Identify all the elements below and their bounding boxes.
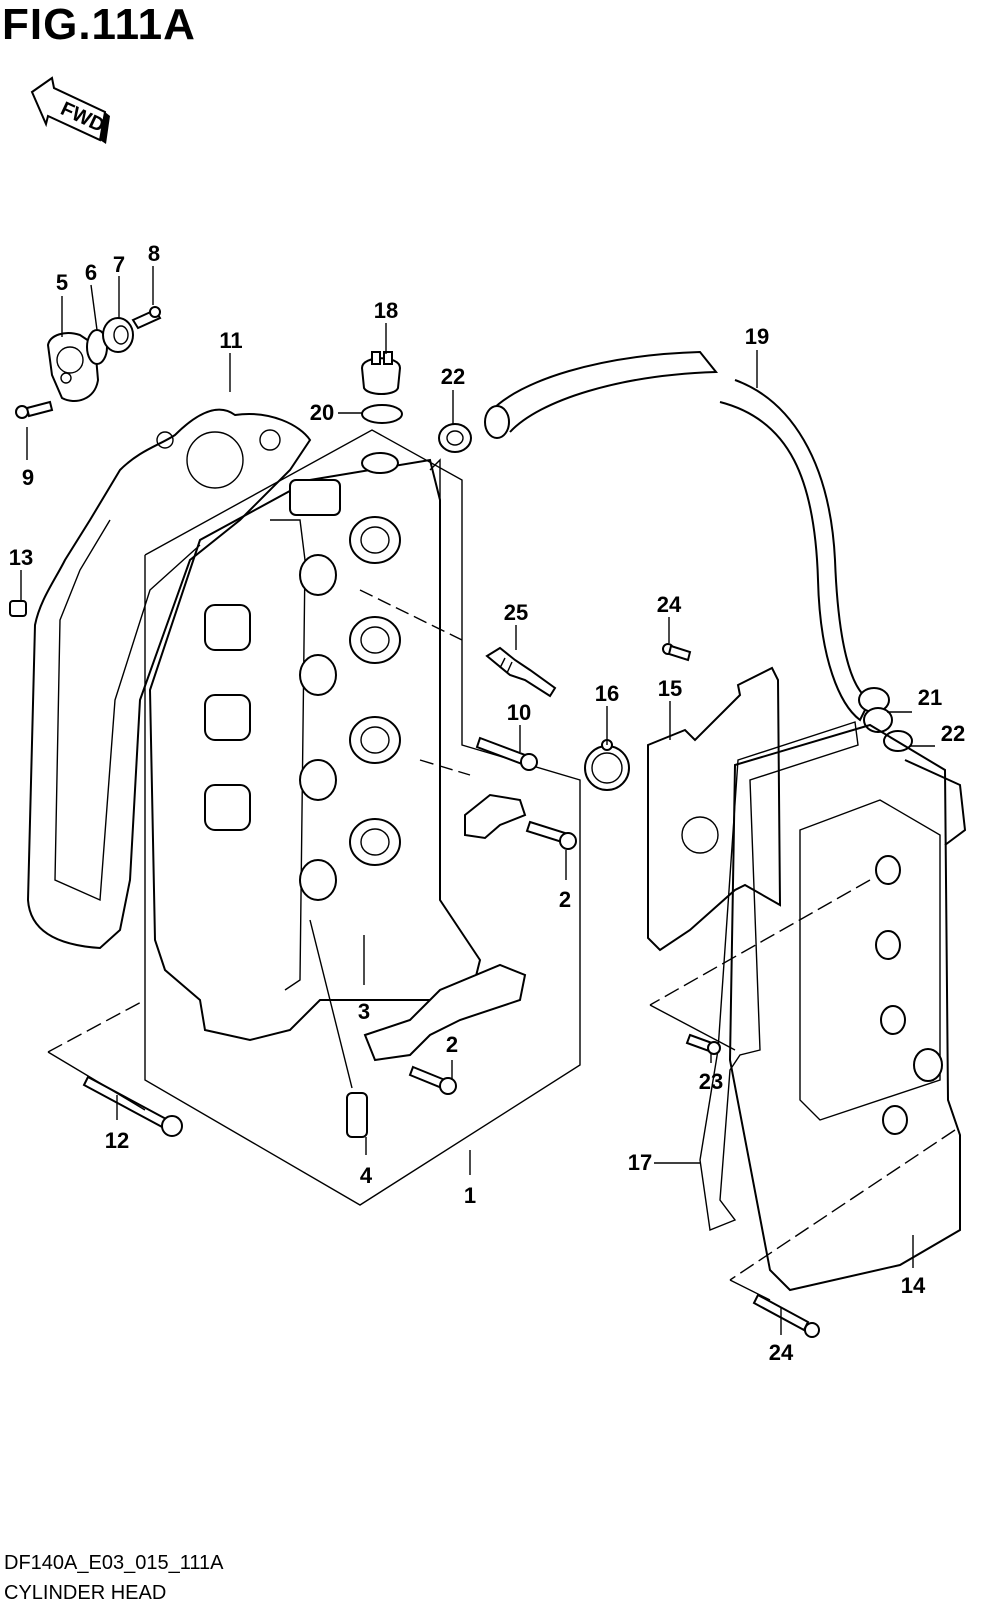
thermostat-cover [46, 306, 162, 402]
o-ring-20 [361, 404, 403, 424]
bolt-23 [685, 1033, 721, 1055]
camshaft-cap-lower [363, 963, 527, 1062]
callout-21: 21 [918, 685, 942, 710]
callout-18: 18 [374, 298, 398, 323]
callout-14: 14 [901, 1273, 926, 1298]
callout-4: 4 [360, 1163, 373, 1188]
dowel-pin-13 [9, 600, 27, 617]
cylinder-head-gasket [26, 408, 312, 950]
bolt-24 [752, 1293, 820, 1338]
oil-filler-cap [360, 351, 402, 395]
figure-code: DF140A_E03_015_111A [4, 1552, 224, 1574]
callout-8: 8 [148, 241, 160, 266]
callout-20: 20 [310, 400, 334, 425]
seal-16 [584, 739, 630, 791]
bolt-2-upper [525, 820, 577, 850]
dowel-pin-4 [346, 1092, 368, 1138]
callout-22-lower: 22 [941, 721, 965, 746]
cylinder-head-cover [649, 723, 967, 1292]
bolt-2-lower [408, 1065, 457, 1095]
callout-6: 6 [85, 260, 97, 285]
callout-3: 3 [358, 999, 370, 1024]
bolt-9 [15, 400, 54, 419]
callout-17: 17 [628, 1150, 652, 1175]
callout-2-upper: 2 [559, 887, 571, 912]
camshaft-cap-upper [464, 793, 527, 840]
figure-title: FIG.111A [2, 0, 196, 49]
callout-1: 1 [464, 1183, 476, 1208]
callout-2-lower: 2 [446, 1032, 458, 1057]
callout-19: 19 [745, 324, 769, 349]
callout-16: 16 [595, 681, 619, 706]
callout-25: 24 [657, 592, 682, 617]
callout-5: 5 [56, 270, 68, 295]
spark-plug [485, 646, 557, 698]
bolt-10 [475, 736, 538, 771]
callout-10: 10 [507, 700, 531, 725]
bolt-12 [82, 1075, 183, 1137]
callout-numbers: 5 6 7 8 9 11 18 20 22 19 13 25 24 16 15 … [9, 241, 965, 1365]
figure-name: CYLINDER HEAD [4, 1582, 167, 1604]
cylinder-head [144, 429, 581, 1206]
breather-hose [484, 350, 890, 722]
callout-22-upper: 22 [441, 364, 465, 389]
hose-clip-22-upper [438, 423, 472, 453]
head-cover-gasket [699, 721, 859, 1231]
plate-15 [647, 666, 782, 952]
bolt-25 [662, 643, 692, 662]
fwd-arrow-icon: FWD [30, 76, 110, 144]
callout-24: 24 [769, 1340, 794, 1365]
callout-11: 11 [219, 328, 242, 353]
callout-23: 23 [699, 1069, 723, 1094]
callout-13: 13 [9, 545, 33, 570]
leader-lines [20, 266, 935, 1335]
callout-7: 7 [113, 252, 125, 277]
callout-12: 12 [105, 1128, 129, 1153]
callout-9: 9 [22, 465, 34, 490]
callout-26: 25 [504, 600, 528, 625]
callout-15: 15 [658, 676, 682, 701]
